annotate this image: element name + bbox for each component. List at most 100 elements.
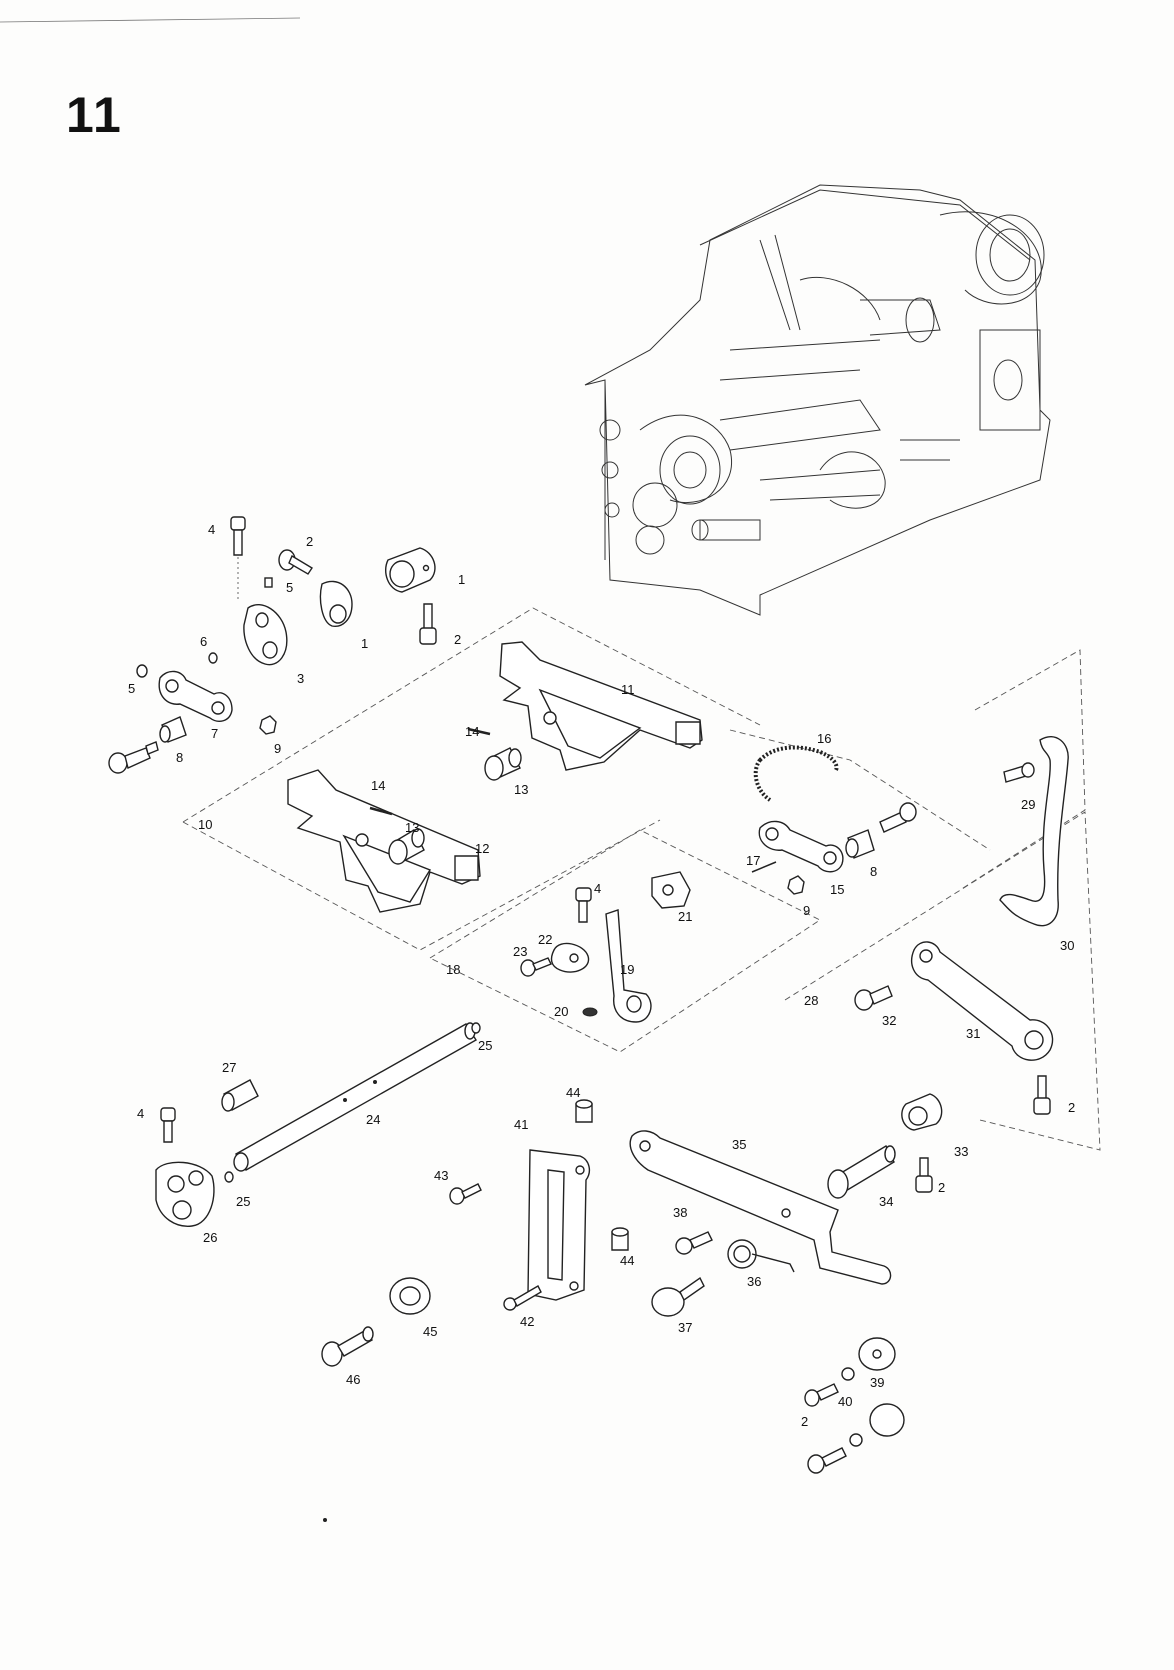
part-screw-2-bottom (807, 1447, 847, 1474)
part-screw-4-group18 (575, 887, 592, 923)
label-4-top: 4 (208, 522, 215, 537)
label-30: 30 (1060, 938, 1074, 953)
label-25-lower: 25 (236, 1194, 250, 1209)
frame-group-10-lower (182, 819, 661, 951)
frame-group-18 (429, 829, 821, 1053)
part-link-15 (758, 820, 844, 873)
label-20: 20 (554, 1004, 568, 1019)
part-screw-4 (230, 516, 246, 600)
label-11: 11 (621, 682, 635, 697)
label-14-lower: 14 (371, 778, 385, 793)
label-37: 37 (678, 1320, 692, 1335)
label-17: 17 (746, 853, 760, 868)
frame-group-10 (182, 607, 761, 823)
stray-dot (323, 1518, 327, 1522)
part-disc-39-upper (858, 1337, 896, 1371)
part-screw-23 (520, 957, 552, 977)
label-23: 23 (513, 944, 527, 959)
part-screw-2-group28 (1033, 1075, 1051, 1115)
part-screw-upper-39 (804, 1383, 839, 1407)
label-35: 35 (732, 1137, 746, 1152)
label-26: 26 (203, 1230, 217, 1245)
part-screw-29 (1003, 762, 1035, 783)
page-number: 11 (66, 87, 123, 143)
label-5-left: 5 (128, 681, 135, 696)
part-connecting-rod-31 (910, 941, 1054, 1061)
label-16: 16 (817, 731, 831, 746)
label-8-right: 8 (870, 864, 877, 879)
part-scale-plate-41 (527, 1149, 591, 1301)
label-12: 12 (475, 841, 489, 856)
label-25-upper: 25 (478, 1038, 492, 1053)
label-34: 34 (879, 1194, 893, 1209)
frame-group-16 (729, 729, 991, 851)
label-14-upper: 14 (465, 724, 479, 739)
label-6: 6 (200, 634, 207, 649)
label-2-group33: 2 (938, 1180, 945, 1195)
part-collar-1-right (384, 547, 436, 593)
frame-group-28 (784, 811, 1101, 1151)
label-27: 27 (222, 1060, 236, 1075)
part-screw-43 (449, 1183, 482, 1205)
label-33: 33 (954, 1144, 968, 1159)
label-5-top: 5 (286, 580, 293, 595)
label-40: 40 (838, 1394, 852, 1409)
label-9-right: 9 (803, 903, 810, 918)
scan-edge-line (0, 17, 301, 23)
label-7: 7 (211, 726, 218, 741)
label-2-group28: 2 (1068, 1100, 1075, 1115)
part-collar-33 (901, 1093, 943, 1131)
part-shoulder-screw-right (879, 802, 917, 833)
part-stud-34 (827, 1145, 896, 1199)
part-setscrew-25-upper (471, 1022, 481, 1034)
label-32: 32 (882, 1013, 896, 1028)
label-29: 29 (1021, 797, 1035, 812)
part-setscrew-5-top (264, 577, 273, 588)
part-screw-2-top (278, 549, 313, 575)
label-18: 18 (446, 962, 460, 977)
label-22: 22 (538, 932, 552, 947)
label-10: 10 (198, 817, 212, 832)
part-pin-17 (751, 861, 777, 873)
label-4-lower: 4 (137, 1106, 144, 1121)
part-shoulder-screw-left (108, 741, 159, 774)
part-sleeve-44-lower (611, 1227, 629, 1251)
part-crank-26 (155, 1161, 215, 1227)
part-knob-screw-37 (651, 1276, 705, 1317)
label-43: 43 (434, 1168, 448, 1183)
label-2-collar: 2 (454, 632, 461, 647)
part-setscrew-25-lower (224, 1171, 234, 1183)
label-1-middle: 1 (361, 636, 368, 651)
label-46: 46 (346, 1372, 360, 1387)
part-stud-13-upper (484, 747, 522, 781)
part-screw-32 (854, 985, 893, 1011)
part-block-21 (651, 871, 691, 909)
part-lever-35 (629, 1130, 892, 1285)
part-screw-2-lower (419, 603, 437, 645)
part-bracket-30 (999, 735, 1069, 927)
part-setscrew-6 (208, 652, 218, 664)
label-24: 24 (366, 1112, 380, 1127)
part-sleeve-44-upper (575, 1099, 593, 1123)
part-sleeve-27 (221, 1079, 259, 1112)
label-36: 36 (747, 1274, 761, 1289)
label-44-lower: 44 (620, 1253, 634, 1268)
label-42: 42 (520, 1314, 534, 1329)
label-1-right: 1 (458, 572, 465, 587)
part-crank-3 (243, 604, 288, 666)
label-8-top: 8 (176, 750, 183, 765)
part-washer-40-upper (841, 1367, 855, 1381)
frame-group-30 (959, 649, 1086, 891)
part-link-7 (158, 670, 233, 722)
part-screw-4-lower (160, 1107, 176, 1143)
label-3: 3 (297, 671, 304, 686)
part-collar-1-middle (319, 580, 353, 627)
part-lever-19 (605, 909, 652, 1023)
label-13-upper: 13 (514, 782, 528, 797)
label-2-bottom: 2 (801, 1414, 808, 1429)
part-setscrew-5-left (136, 664, 148, 678)
part-plate-22 (550, 942, 590, 973)
part-nut-9-right (787, 875, 805, 895)
